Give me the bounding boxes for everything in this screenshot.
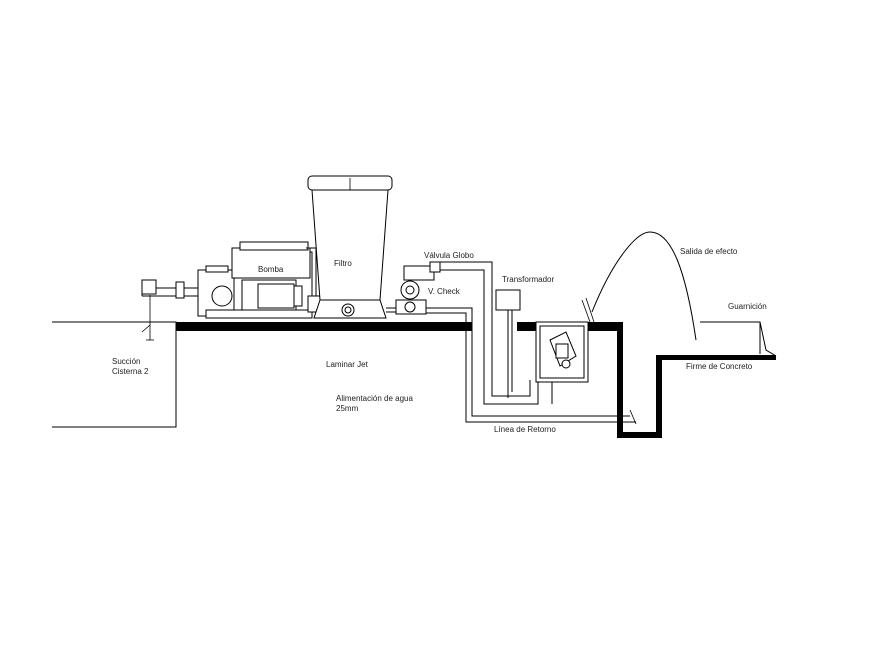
filter: [307, 175, 393, 319]
label-guarnicion: Guarnición: [728, 302, 767, 311]
label-transformador: Transformador: [502, 275, 555, 284]
check-valve: [386, 280, 427, 315]
suction-pipe: [141, 279, 200, 299]
label-firme-concreto: Firme de Concreto: [686, 362, 753, 371]
label-salida-efecto: Salida de efecto: [680, 247, 738, 256]
label-alimentacion-medida: 25mm: [336, 404, 359, 413]
label-valvula-globo: Válvula Globo: [424, 251, 474, 260]
label-alimentacion: Alimentación de agua: [336, 394, 413, 403]
concrete-slab: [176, 322, 776, 438]
label-filtro: Filtro: [334, 259, 352, 268]
globe-valve: [403, 261, 493, 310]
label-laminar-jet: Laminar Jet: [326, 360, 369, 369]
cistern-outline: [52, 295, 177, 428]
label-cisterna: Cisterna 2: [112, 367, 149, 376]
pump: [197, 241, 313, 319]
laminar-jet-box: [535, 297, 595, 383]
label-bomba: Bomba: [258, 265, 284, 274]
curb: [700, 321, 777, 357]
label-v-check: V. Check: [428, 287, 461, 296]
return-pipes: [426, 307, 637, 425]
label-linea-retorno: Línea de Retorno: [494, 425, 556, 434]
water-arc: [591, 231, 697, 341]
label-succion: Succión: [112, 357, 140, 366]
transformer: [495, 289, 521, 398]
